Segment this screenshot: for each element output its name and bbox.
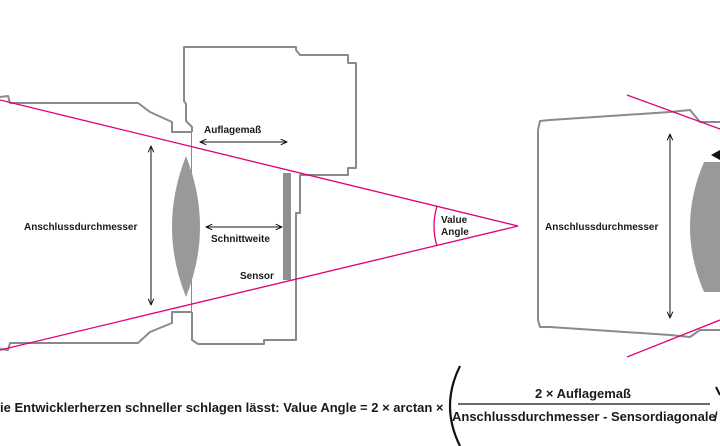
right-lens-element xyxy=(690,162,720,292)
value-angle-label-line2: Angle xyxy=(441,227,469,238)
camera-body-outline xyxy=(183,46,357,345)
right-barrel-outline xyxy=(537,109,720,338)
right-arrow-fragment xyxy=(711,150,720,160)
value-angle-label-line1: Value xyxy=(441,215,468,226)
schnittweite-label: Schnittweite xyxy=(211,234,270,245)
formula-prefix: ie Entwicklerherzen schneller schlagen l… xyxy=(0,400,444,415)
sensor-plate xyxy=(283,173,291,280)
left-parenthesis xyxy=(448,365,461,446)
left-camera-assembly: Auflagemaß Anschlussdurchmesser Schnittw… xyxy=(0,46,357,351)
formula-trailing: / xyxy=(714,409,718,424)
auflagemass-label: Auflagemaß xyxy=(204,125,261,136)
sensor-label: Sensor xyxy=(240,271,274,282)
right-lower-ray xyxy=(626,319,720,358)
formula: ie Entwicklerherzen schneller schlagen l… xyxy=(0,365,720,446)
lens-element xyxy=(172,156,200,297)
value-angle-arc xyxy=(433,205,438,247)
right-parenthesis-fragment xyxy=(715,386,720,396)
right-upper-ray xyxy=(626,94,720,130)
right-anschlussdurchmesser-label: Anschlussdurchmesser xyxy=(545,222,658,233)
right-camera-assembly: Anschlussdurchmesser xyxy=(537,94,720,358)
formula-numerator: 2 × Auflagemaß xyxy=(535,386,631,401)
formula-denominator: Anschlussdurchmesser - Sensordiagonale xyxy=(452,409,716,424)
lower-ray xyxy=(0,225,519,351)
upper-ray xyxy=(0,99,519,227)
value-angle-rays: Value Angle xyxy=(0,99,519,351)
anschlussdurchmesser-label: Anschlussdurchmesser xyxy=(24,222,137,233)
